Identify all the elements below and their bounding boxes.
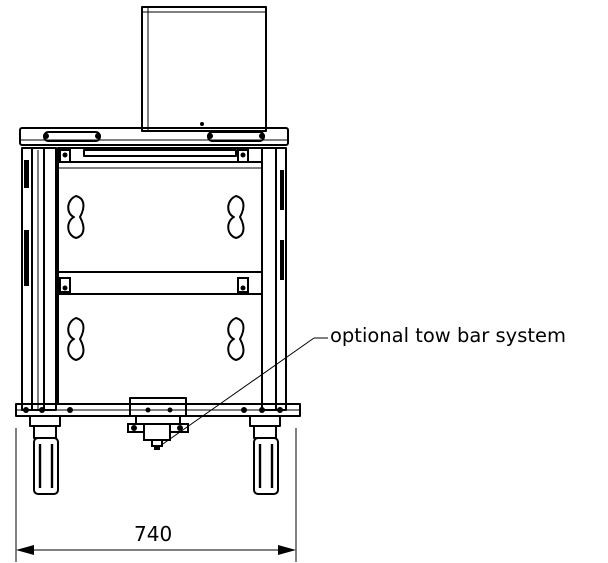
upper-shelf [57, 147, 263, 273]
width-dimension [15, 428, 297, 562]
right-caster [249, 415, 281, 495]
tow-bar-system [127, 397, 189, 450]
lower-shelf [57, 293, 263, 405]
middle-rail [57, 271, 263, 295]
top-unit [141, 6, 267, 132]
width-dimension-label: 740 [134, 522, 173, 546]
callout-leader [159, 337, 328, 447]
tow-bar-callout-label: optional tow bar system [330, 324, 566, 347]
base-plate [15, 403, 301, 417]
left-caster [29, 415, 61, 495]
top-tray [19, 127, 289, 146]
